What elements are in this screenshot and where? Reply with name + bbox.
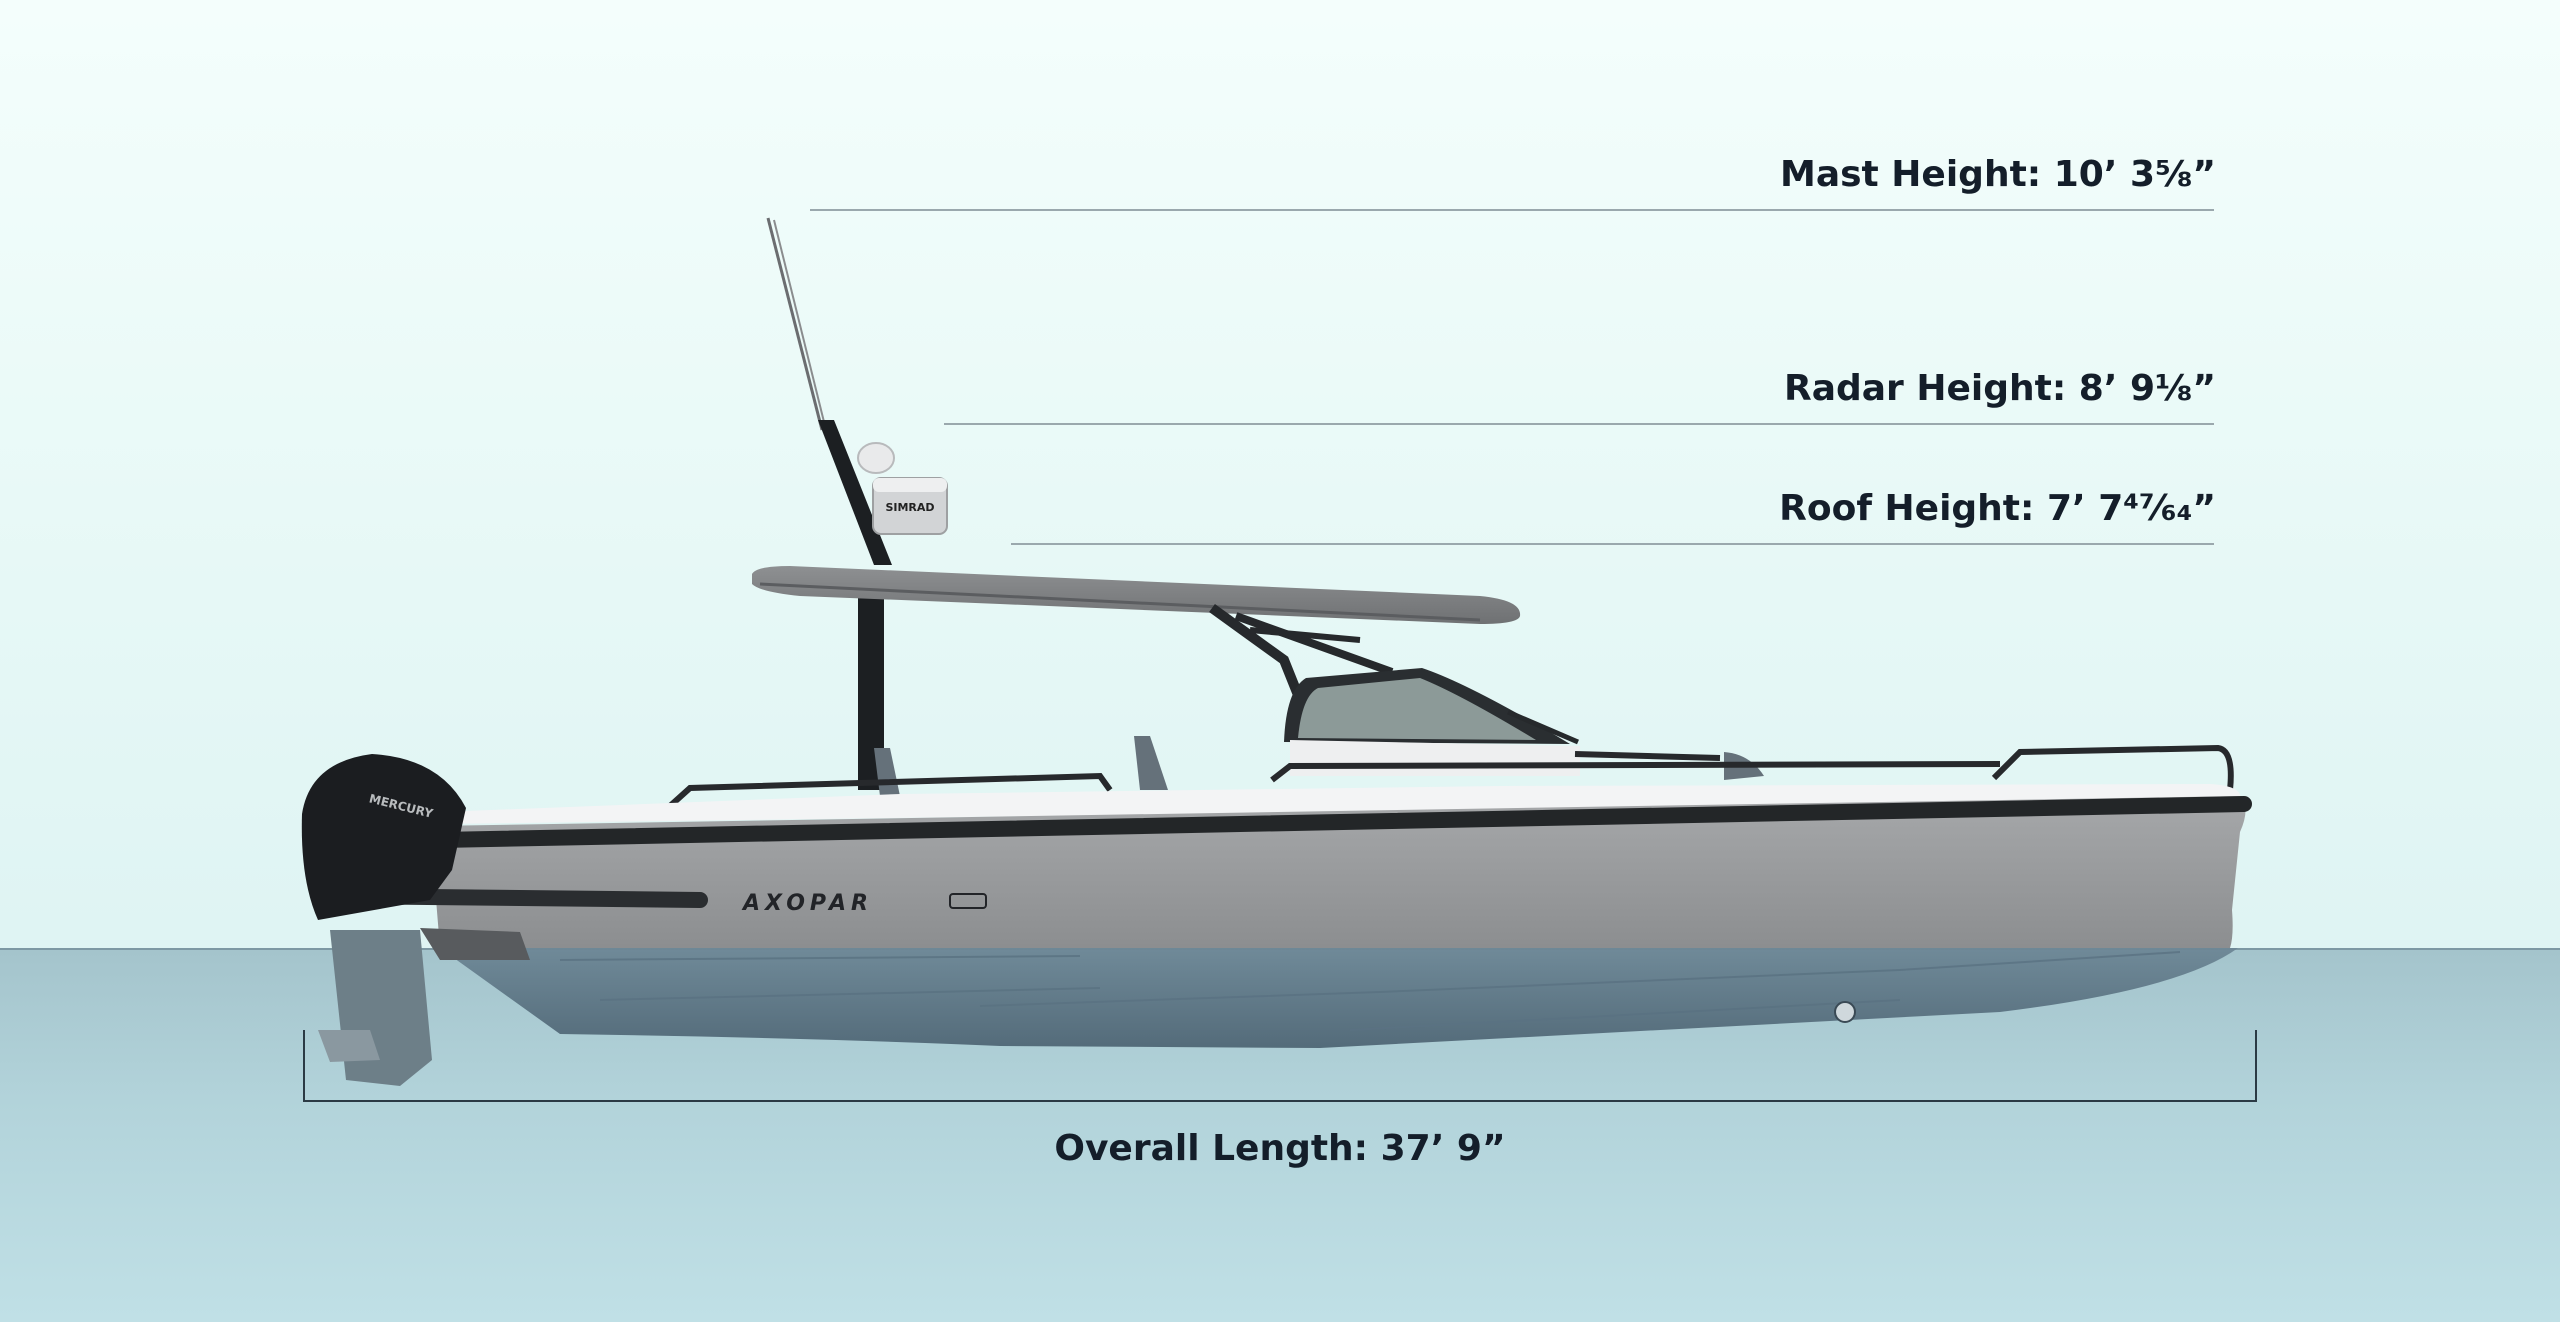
cabin [1284, 668, 1580, 776]
radar-height-line [944, 423, 2214, 425]
thruster-icon [1834, 1001, 1856, 1023]
roof-height-line [1011, 543, 2214, 545]
hull-underwater [440, 948, 2238, 1048]
overall-length-bracket [303, 1030, 2257, 1102]
mast-height-line [810, 209, 2214, 211]
radar-unit [857, 442, 948, 535]
outboard-engine [301, 754, 466, 1086]
hull-brand-label: AXOPAR [741, 891, 873, 916]
radar-brand-label: SIMRAD [885, 501, 934, 514]
overall-length-label: Overall Length: 37’ 9” [1054, 1128, 1506, 1169]
t-top-roof [752, 566, 1521, 624]
deck [440, 784, 2241, 824]
mast [818, 420, 892, 790]
model-badge [949, 893, 987, 909]
antenna [766, 217, 827, 431]
railings [667, 744, 2234, 809]
radar-height-label: Radar Height: 8’ 9⅛” [1783, 368, 2216, 409]
windscreen-frame [1209, 603, 1394, 702]
roof-height-label: Roof Height: 7’ 7⁴⁷⁄₆₄” [1779, 488, 2216, 529]
mast-height-label: Mast Height: 10’ 3⅝” [1780, 154, 2216, 195]
hull [430, 796, 2252, 948]
